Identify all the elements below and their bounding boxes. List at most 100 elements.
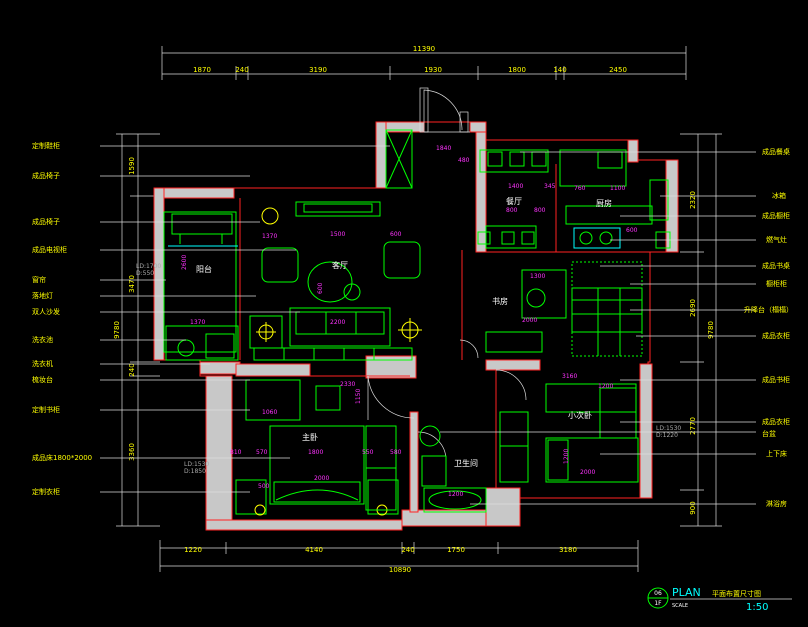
inner-dim: 1060 — [262, 409, 277, 416]
bottom-dim-2: 4140 — [305, 546, 323, 554]
label-dresser: 梳妆台 — [32, 375, 53, 384]
inner-dim: 1800 — [308, 449, 323, 456]
inner-dim: 600 — [317, 282, 324, 294]
label-tv-cabinet: 成品电视柜 — [32, 245, 67, 254]
inner-dim: 1370 — [262, 233, 277, 240]
top-dim-4: 1930 — [424, 66, 442, 74]
inner-dim: 1200 — [448, 491, 463, 498]
inner-dim: 810 — [230, 449, 242, 456]
label-fridge: 冰箱 — [772, 191, 786, 200]
inner-dim: 1840 — [436, 145, 451, 152]
right-dim-1: 2320 — [689, 191, 697, 209]
inner-dim: 1500 — [330, 231, 345, 238]
inner-dim: 1100 — [610, 185, 625, 192]
label-dining-table: 成品餐桌 — [762, 147, 790, 156]
room-kitchen: 厨房 — [596, 198, 612, 208]
inner-dim: 2200 — [330, 319, 345, 326]
title-plan: PLAN — [672, 586, 701, 599]
room-dining: 餐厅 — [506, 197, 522, 206]
inner-dim: 800 — [534, 207, 546, 214]
room-balcony: 阳台 — [196, 264, 212, 274]
annotation: LD:1530 — [184, 461, 209, 468]
right-total-dim: 9780 — [707, 321, 715, 339]
inner-dim: 2600 — [181, 255, 188, 270]
inner-dim: 580 — [390, 449, 402, 456]
inner-dim: 345 — [544, 183, 556, 190]
room-living: 客厅 — [332, 260, 348, 270]
label-cabinet: 橱柜柜 — [766, 279, 787, 288]
right-dimension-chain: 2320 2690 2770 900 9780 — [680, 133, 722, 527]
label-laundry-sink: 洗衣池 — [32, 335, 53, 344]
annotations: LD:1700 D:550 LD:1530 D:1850 LD:1530 D:1… — [136, 263, 681, 475]
annotation: LD:1530 — [656, 425, 681, 432]
bottom-dim-1: 1220 — [184, 546, 202, 554]
label-shower: 淋浴房 — [766, 499, 787, 508]
inner-dim: 550 — [362, 449, 374, 456]
title-block: 06 1F PLAN 平面布置尺寸图 SCALE 1:50 — [647, 586, 792, 613]
inner-dim: 2000 — [314, 475, 329, 482]
title-badge-top: 06 — [654, 590, 662, 597]
label-wardrobe-study: 成品衣柜 — [762, 331, 790, 340]
room-names: 阳台 客厅 餐厅 厨房 书房 主卧 卫生间 小次卧 — [196, 197, 612, 468]
top-dim-7: 2450 — [609, 66, 627, 74]
annotation: D:1220 — [656, 432, 678, 439]
inner-dim: 2000 — [580, 469, 595, 476]
top-dim-3: 3190 — [309, 66, 327, 74]
label-lift-platform: 升降台（榻榻） — [744, 305, 793, 314]
label-bookcase: 定制书柜 — [32, 405, 60, 414]
label-basin: 台盆 — [762, 429, 776, 438]
label-washer: 洗衣机 — [32, 359, 53, 368]
top-dimension-chain: 11390 1870 240 3190 1930 1800 140 2450 — [161, 45, 687, 80]
label-chair: 成品椅子 — [32, 171, 60, 180]
inner-dim: 2000 — [522, 317, 537, 324]
left-dimension-chain: 1590 3470 240 3360 9780 — [113, 133, 160, 527]
label-floor-lamp: 落地灯 — [32, 291, 53, 300]
title-scale-label: SCALE — [672, 603, 688, 609]
label-wardrobe: 定制衣柜 — [32, 487, 60, 496]
right-callouts: 成品餐桌 冰箱 成品橱柜 燃气灶 成品书桌 橱柜柜 升降台（榻榻） 成品衣柜 成… — [440, 147, 793, 508]
inner-dim: 1370 — [190, 319, 205, 326]
inner-dim: 3160 — [562, 373, 577, 380]
inner-dim: 2330 — [340, 381, 355, 388]
label-gas-stove: 燃气灶 — [766, 235, 787, 244]
top-dim-2: 240 — [235, 66, 248, 74]
room-second-bedroom: 小次卧 — [568, 410, 592, 420]
label-desk: 成品书桌 — [762, 261, 790, 270]
bottom-dim-4: 1750 — [447, 546, 465, 554]
left-total-dim: 9780 — [113, 321, 121, 339]
top-dim-1: 1870 — [193, 66, 211, 74]
right-dim-2: 2690 — [689, 299, 697, 317]
label-shoe-cabinet: 定制鞋柜 — [32, 141, 60, 150]
left-dim-1: 1590 — [128, 157, 136, 175]
top-dim-5: 1800 — [508, 66, 526, 74]
right-dim-4: 900 — [689, 501, 697, 514]
left-dim-2: 3470 — [128, 275, 136, 293]
inner-dim: 570 — [256, 449, 268, 456]
inner-dim: 600 — [626, 227, 638, 234]
inner-dim: 1400 — [508, 183, 523, 190]
room-study: 书房 — [492, 296, 508, 306]
bottom-dimension-chain: 1220 4140 240 1750 3180 10890 — [159, 540, 639, 574]
label-bookshelf: 成品书柜 — [762, 375, 790, 384]
inner-dimensions: 1840 480 1400 345 760 1100 800 800 600 1… — [181, 145, 638, 498]
room-bathroom: 卫生间 — [454, 458, 478, 468]
inner-dim: 600 — [390, 231, 402, 238]
furniture — [163, 129, 671, 516]
label-bed: 成品床1800*2000 — [32, 453, 92, 462]
inner-dim: 1200 — [598, 383, 613, 390]
walls — [153, 121, 679, 531]
inner-dim: 1300 — [530, 273, 545, 280]
inner-dim: 480 — [458, 157, 470, 164]
left-callouts: 定制鞋柜 成品椅子 成品椅子 成品电视柜 窗帘 落地灯 双人沙发 洗衣池 洗衣机… — [32, 141, 390, 496]
label-chair-2: 成品椅子 — [32, 217, 60, 226]
top-total-dim: 11390 — [413, 45, 435, 53]
bottom-dim-3: 240 — [401, 546, 414, 554]
room-master-bedroom: 主卧 — [302, 432, 318, 442]
inner-dim: 500 — [258, 483, 270, 490]
bottom-dim-5: 3180 — [559, 546, 577, 554]
left-dim-3: 240 — [128, 363, 136, 376]
title-scale: 1:50 — [746, 602, 768, 613]
bottom-total-dim: 10890 — [389, 566, 411, 574]
inner-dim: 1150 — [355, 389, 362, 404]
